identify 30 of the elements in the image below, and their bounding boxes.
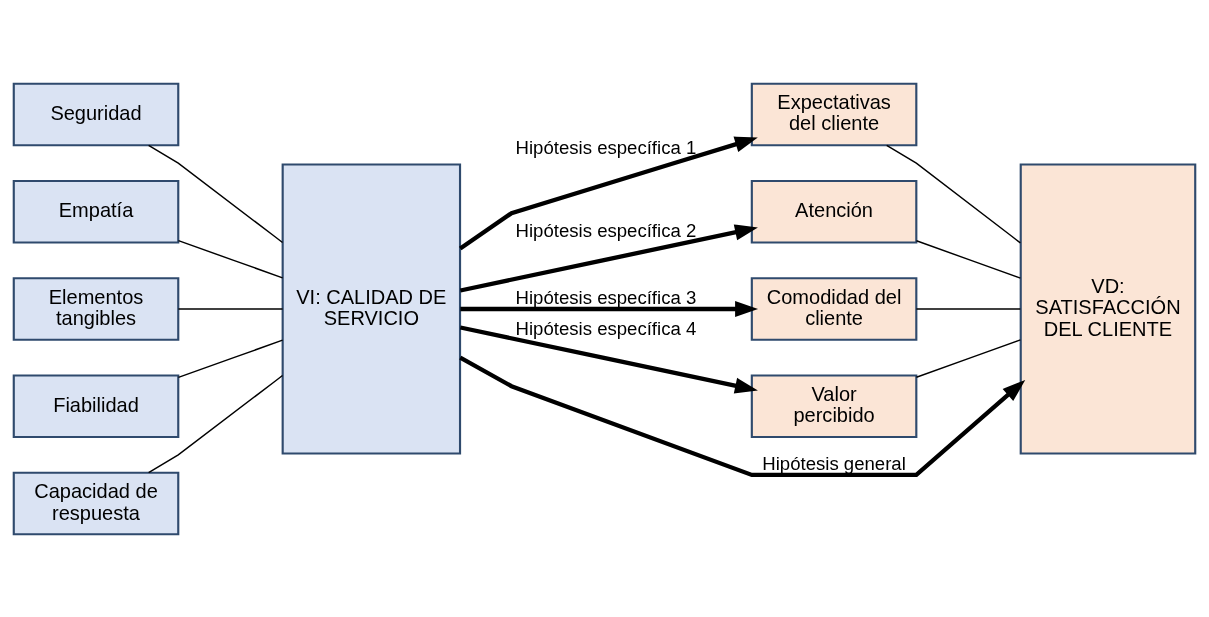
arrow [459,136,758,250]
connector [885,144,1022,244]
node-box: Fiabilidad [12,373,180,438]
arrow [460,300,759,317]
arrow [459,324,758,394]
node-box: Empatía [12,179,180,244]
connector [147,144,284,243]
node-box: Comodidad del cliente [750,276,918,341]
connector [915,239,1022,279]
connector [177,239,284,279]
edge-label: Hipótesis general [762,452,906,474]
connector [177,307,284,310]
edge-label: Hipótesis específica 2 [515,219,697,241]
arrow [459,223,758,293]
node-box: Capacidad de respuesta [12,471,180,535]
node-box: Atención [750,179,918,244]
node-box: VI: CALIDAD DE SERVICIO [281,162,462,455]
connector [915,307,1022,310]
node-box: Valor percibido [750,373,918,438]
connector [177,338,284,378]
node-box: Seguridad [12,82,180,146]
arrow [459,355,1026,477]
connector [915,338,1022,378]
edge-label: Hipótesis específica 4 [515,317,697,339]
edge-label: Hipótesis específica 1 [515,136,697,158]
node-box: VD: SATISFACCIÓN DEL CLIENTE [1019,162,1197,455]
node-box: Expectativas del cliente [750,82,918,146]
connector [147,374,284,473]
edge-label: Hipótesis específica 3 [515,286,697,308]
node-box: Elementos tangibles [12,276,180,341]
